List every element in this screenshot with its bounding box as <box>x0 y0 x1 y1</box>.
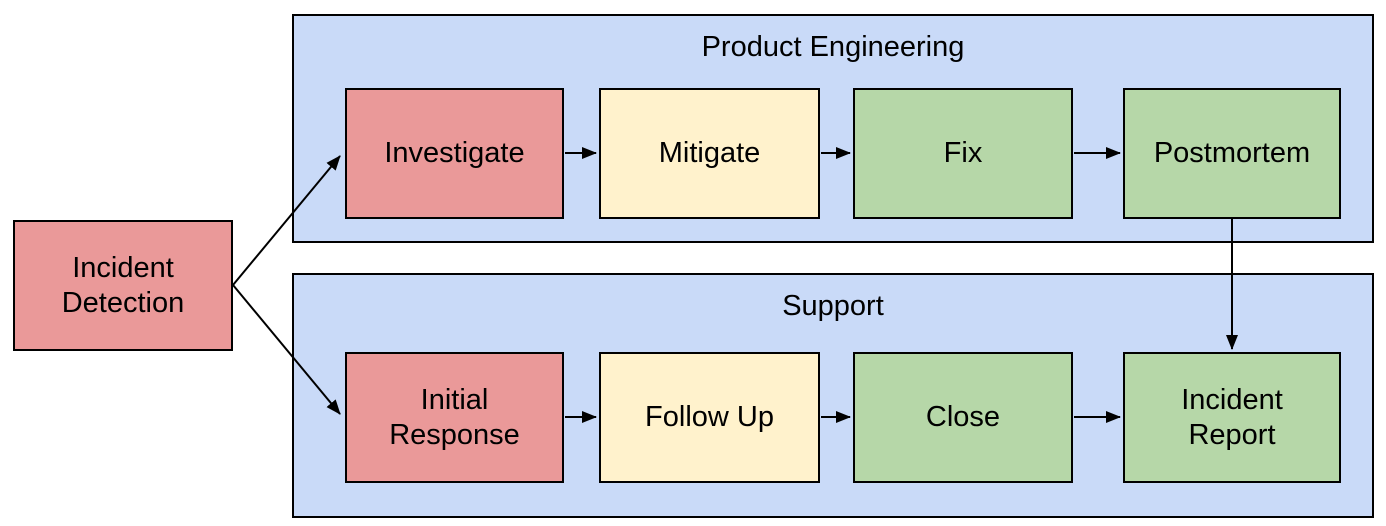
node-mitigate: Mitigate <box>599 88 820 219</box>
lane-title-product-engineering: Product Engineering <box>701 31 965 63</box>
node-fix: Fix <box>853 88 1073 219</box>
node-close: Close <box>853 352 1073 483</box>
lane-title-support: Support <box>782 290 884 322</box>
node-incident-detection: Incident Detection <box>13 220 233 351</box>
node-follow-up: Follow Up <box>599 352 820 483</box>
node-investigate: Investigate <box>345 88 564 219</box>
node-initial-response: Initial Response <box>345 352 564 483</box>
node-incident-report: Incident Report <box>1123 352 1341 483</box>
node-postmortem: Postmortem <box>1123 88 1341 219</box>
